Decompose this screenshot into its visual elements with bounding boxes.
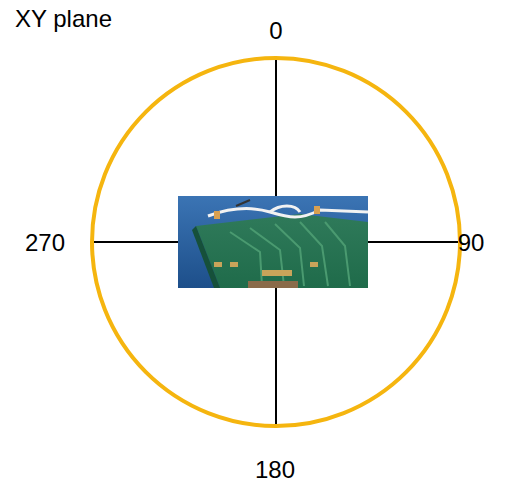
plane-title: XY plane bbox=[15, 6, 112, 32]
pcb-photo bbox=[178, 196, 368, 288]
axis-cross bbox=[92, 58, 460, 426]
angle-label: 270 bbox=[25, 230, 65, 256]
angle-label: 90 bbox=[458, 230, 485, 256]
plane-circle bbox=[92, 58, 460, 426]
angle-label: 0 bbox=[269, 18, 282, 44]
angle-label: 180 bbox=[255, 457, 295, 483]
